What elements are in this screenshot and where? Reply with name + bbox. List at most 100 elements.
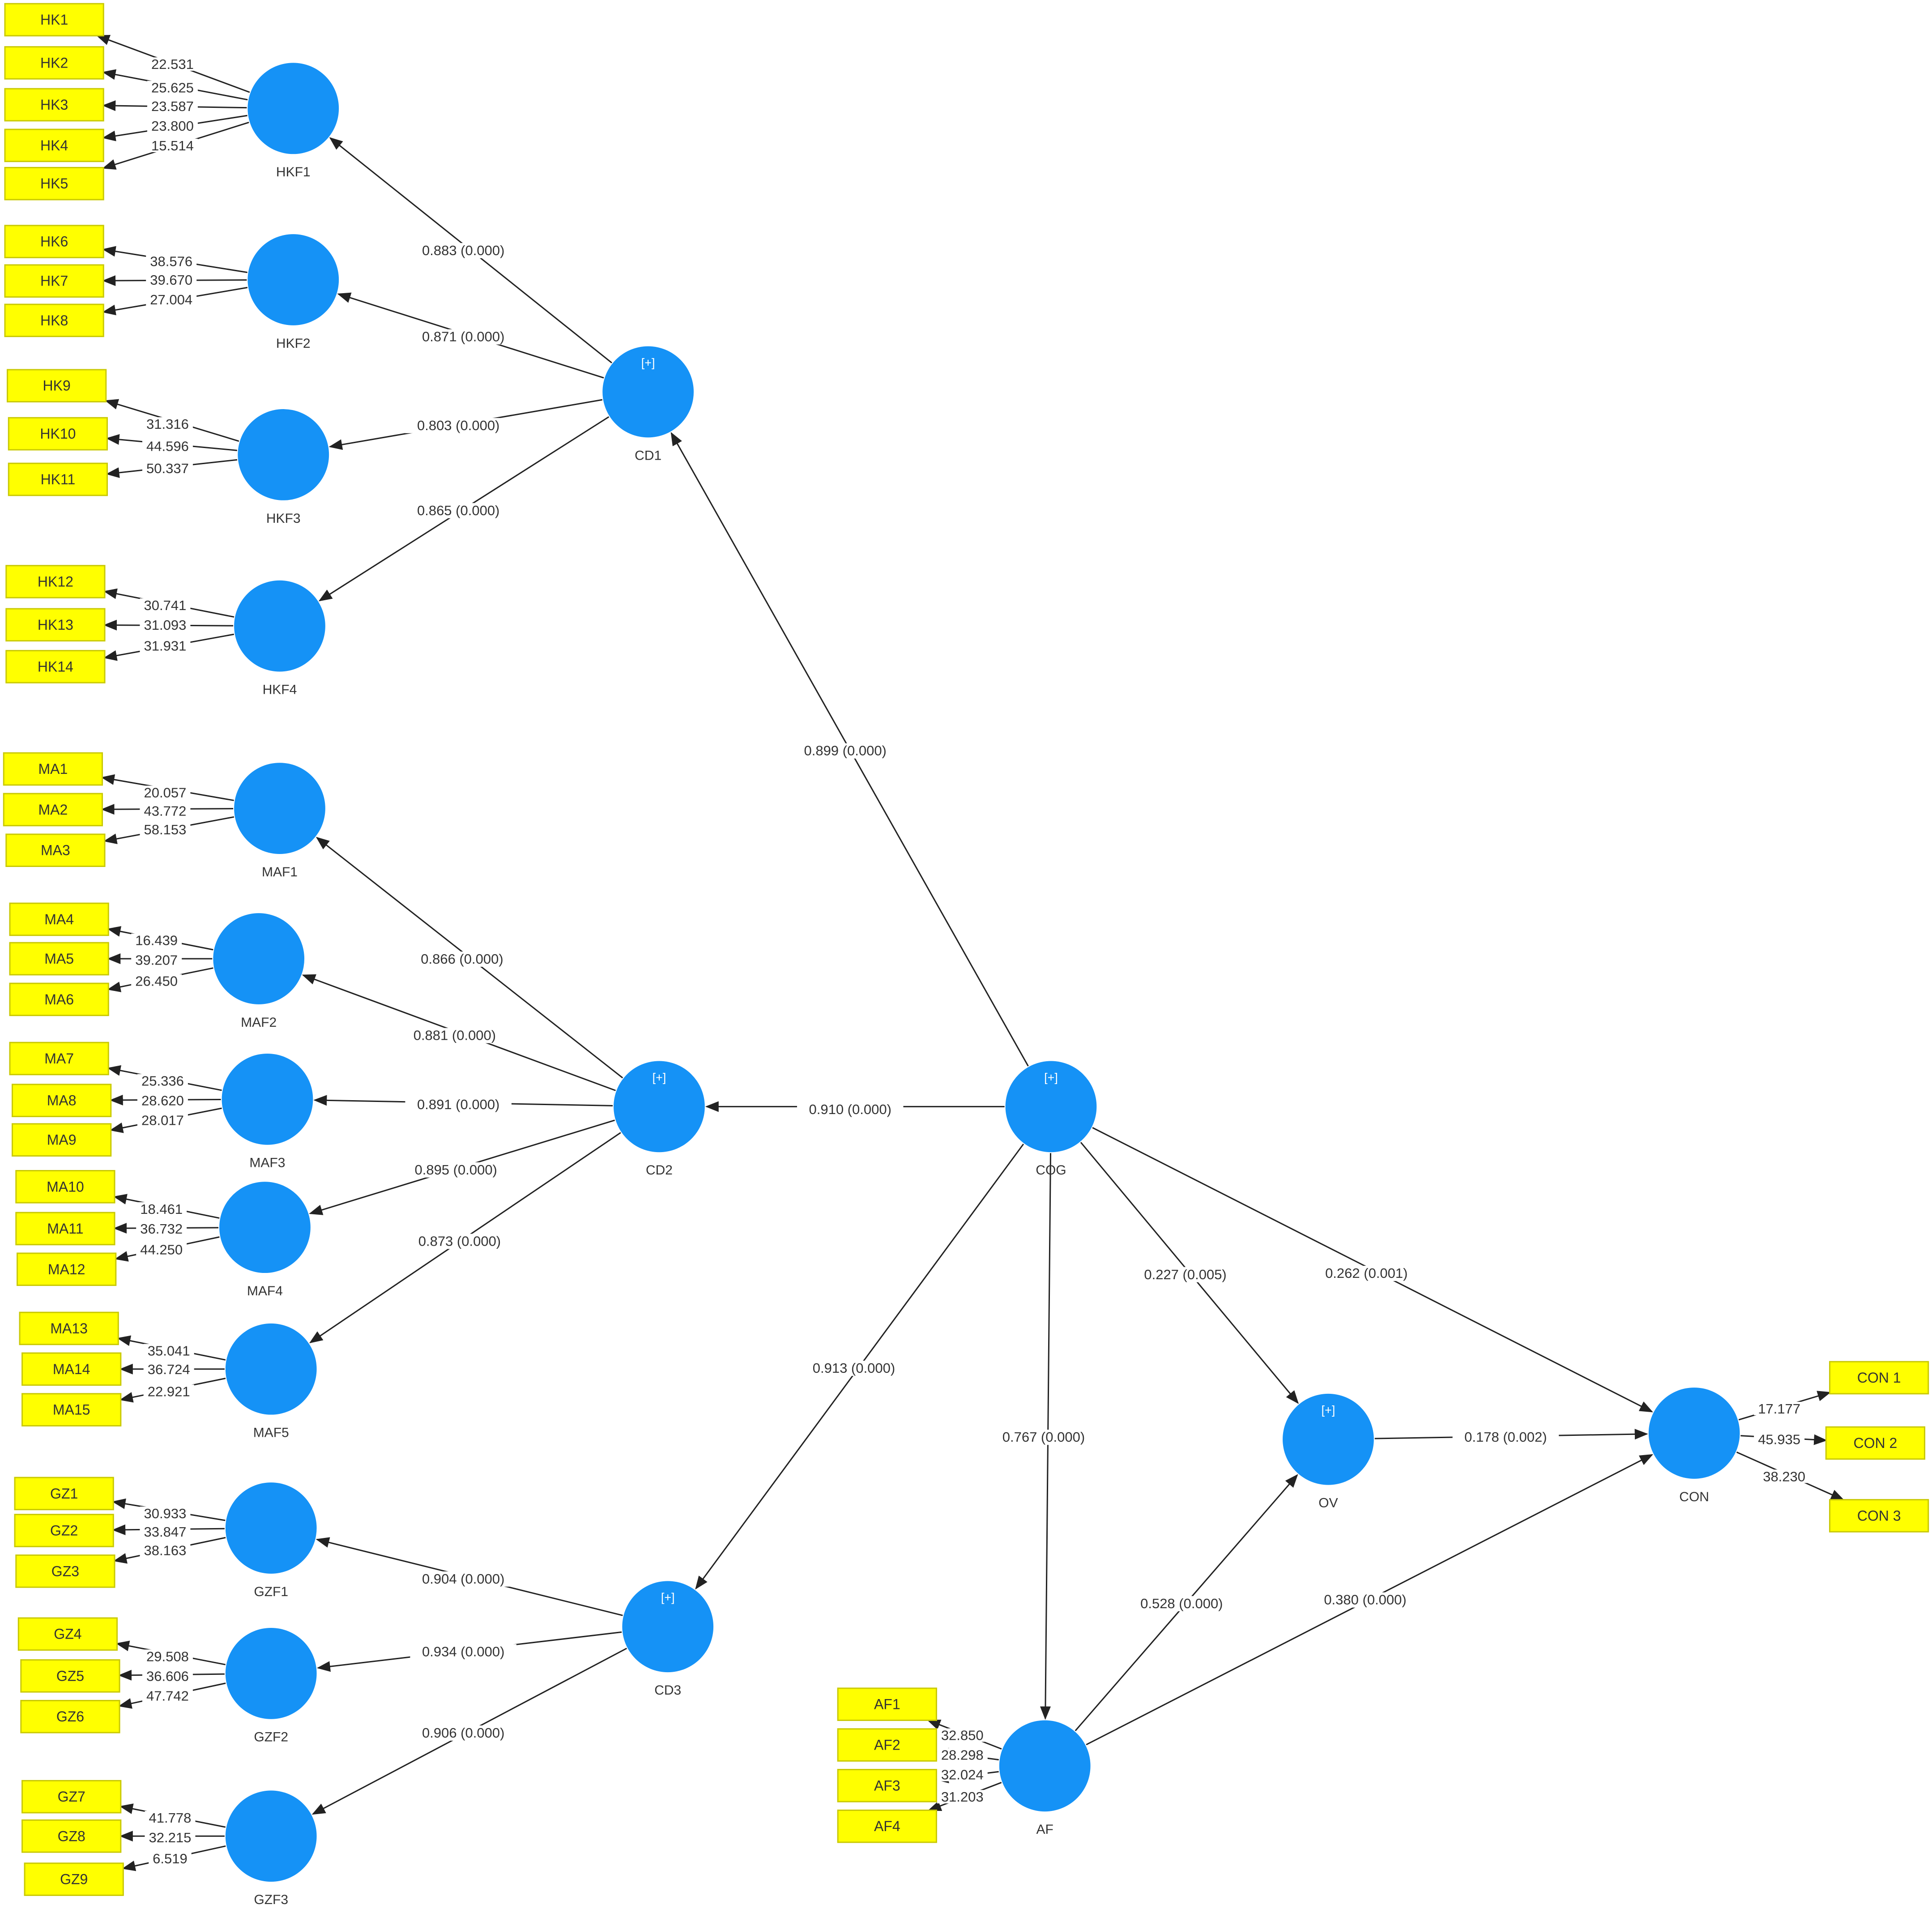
indicator-hk12[interactable]: HK12: [5, 565, 106, 598]
indicator-box[interactable]: [19, 1311, 119, 1345]
construct-cd1[interactable]: [+]CD1: [602, 346, 694, 463]
indicator-gz2[interactable]: GZ2: [14, 1514, 114, 1547]
indicator-box[interactable]: [15, 1212, 115, 1246]
indicator-box[interactable]: [8, 417, 108, 451]
construct-cd3[interactable]: [+]CD3: [622, 1581, 714, 1698]
construct-circle[interactable]: [622, 1581, 714, 1673]
indicator-hk6[interactable]: HK6: [4, 225, 104, 258]
construct-af[interactable]: AF: [999, 1720, 1091, 1837]
construct-circle[interactable]: [1005, 1061, 1097, 1153]
indicator-ma3[interactable]: MA3: [5, 833, 106, 867]
indicator-box[interactable]: [3, 793, 103, 827]
indicator-gz4[interactable]: GZ4: [17, 1617, 118, 1651]
construct-hkf2[interactable]: HKF2: [247, 234, 339, 351]
indicator-box[interactable]: [4, 264, 104, 298]
indicator-box[interactable]: [9, 1042, 109, 1076]
construct-circle[interactable]: [222, 1053, 313, 1145]
indicator-ma15[interactable]: MA15: [21, 1393, 122, 1426]
indicator-box[interactable]: [3, 752, 103, 786]
indicator-hk4[interactable]: HK4: [4, 128, 104, 162]
construct-circle[interactable]: [602, 346, 694, 438]
indicator-box[interactable]: [24, 1862, 124, 1896]
indicator-gz6[interactable]: GZ6: [20, 1699, 120, 1734]
indicator-ma9[interactable]: MA9: [12, 1123, 112, 1157]
indicator-box[interactable]: [12, 1123, 112, 1157]
construct-hkf3[interactable]: HKF3: [238, 409, 329, 526]
construct-circle[interactable]: [225, 1790, 317, 1882]
construct-circle[interactable]: [1283, 1393, 1374, 1485]
indicator-hk10[interactable]: HK10: [8, 417, 108, 451]
indicator-box[interactable]: [15, 1170, 115, 1204]
indicator-box[interactable]: [4, 88, 104, 122]
indicator-gz1[interactable]: GZ1: [14, 1477, 114, 1511]
indicator-hk5[interactable]: HK5: [4, 167, 104, 201]
indicator-con3[interactable]: CON 3: [1829, 1499, 1929, 1533]
indicator-box[interactable]: [21, 1352, 122, 1386]
construct-gzf1[interactable]: GZF1: [225, 1482, 317, 1599]
construct-circle[interactable]: [238, 409, 329, 500]
construct-circle[interactable]: [225, 1627, 317, 1719]
indicator-box[interactable]: [17, 1617, 118, 1651]
indicator-ma13[interactable]: MA13: [19, 1311, 119, 1345]
construct-maf4[interactable]: MAF4: [219, 1182, 311, 1298]
indicator-box[interactable]: [4, 303, 104, 337]
construct-maf2[interactable]: MAF2: [213, 913, 305, 1030]
indicator-box[interactable]: [5, 650, 106, 683]
construct-circle[interactable]: [213, 913, 305, 1004]
expand-marker-icon[interactable]: [+]: [653, 1071, 666, 1084]
indicator-hk14[interactable]: HK14: [5, 650, 106, 683]
construct-circle[interactable]: [614, 1061, 705, 1153]
indicator-ma4[interactable]: MA4: [9, 902, 109, 936]
indicator-hk9[interactable]: HK9: [7, 369, 107, 403]
indicator-box[interactable]: [21, 1780, 122, 1814]
construct-gzf2[interactable]: GZF2: [225, 1627, 317, 1745]
construct-hkf4[interactable]: HKF4: [234, 580, 325, 697]
indicator-hk7[interactable]: HK7: [4, 264, 104, 298]
indicator-box[interactable]: [14, 1477, 114, 1511]
indicator-box[interactable]: [837, 1728, 937, 1762]
indicator-ma8[interactable]: MA8: [12, 1084, 112, 1117]
indicator-box[interactable]: [20, 1659, 120, 1693]
indicator-box[interactable]: [12, 1084, 112, 1117]
indicator-box[interactable]: [8, 462, 108, 496]
construct-ov[interactable]: [+]OV: [1283, 1393, 1374, 1511]
construct-gzf3[interactable]: GZF3: [225, 1790, 317, 1907]
indicator-gz3[interactable]: GZ3: [15, 1554, 115, 1588]
indicator-box[interactable]: [4, 128, 104, 162]
indicator-box[interactable]: [4, 225, 104, 258]
indicator-box[interactable]: [4, 167, 104, 201]
construct-circle[interactable]: [999, 1720, 1091, 1812]
indicator-box[interactable]: [1829, 1361, 1929, 1395]
indicator-box[interactable]: [17, 1252, 117, 1286]
indicator-box[interactable]: [20, 1699, 120, 1734]
indicator-box[interactable]: [21, 1393, 122, 1426]
expand-marker-icon[interactable]: [+]: [661, 1591, 675, 1604]
expand-marker-icon[interactable]: [+]: [641, 356, 655, 369]
indicator-box[interactable]: [7, 369, 107, 403]
indicator-box[interactable]: [837, 1687, 937, 1721]
expand-marker-icon[interactable]: [+]: [1322, 1404, 1335, 1417]
indicator-hk2[interactable]: HK2: [4, 46, 104, 80]
indicator-ma7[interactable]: MA7: [9, 1042, 109, 1076]
indicator-ma1[interactable]: MA1: [3, 752, 103, 786]
indicator-con2[interactable]: CON 2: [1825, 1426, 1925, 1460]
indicator-hk11[interactable]: HK11: [8, 462, 108, 496]
construct-circle[interactable]: [247, 234, 339, 325]
indicator-af4[interactable]: AF4: [837, 1809, 937, 1843]
indicator-hk1[interactable]: HK1: [4, 3, 104, 37]
indicator-box[interactable]: [9, 982, 109, 1016]
expand-marker-icon[interactable]: [+]: [1044, 1071, 1058, 1084]
construct-cog[interactable]: [+]COG: [1005, 1061, 1097, 1178]
construct-con[interactable]: CON: [1648, 1388, 1740, 1504]
indicator-ma14[interactable]: MA14: [21, 1352, 122, 1386]
construct-circle[interactable]: [1648, 1388, 1740, 1479]
indicator-box[interactable]: [837, 1769, 937, 1802]
indicator-box[interactable]: [837, 1809, 937, 1843]
indicator-box[interactable]: [15, 1554, 115, 1588]
indicator-box[interactable]: [9, 902, 109, 936]
construct-circle[interactable]: [219, 1182, 311, 1273]
indicator-box[interactable]: [5, 565, 106, 598]
indicator-box[interactable]: [5, 833, 106, 867]
indicator-ma10[interactable]: MA10: [15, 1170, 115, 1204]
construct-circle[interactable]: [234, 763, 325, 854]
